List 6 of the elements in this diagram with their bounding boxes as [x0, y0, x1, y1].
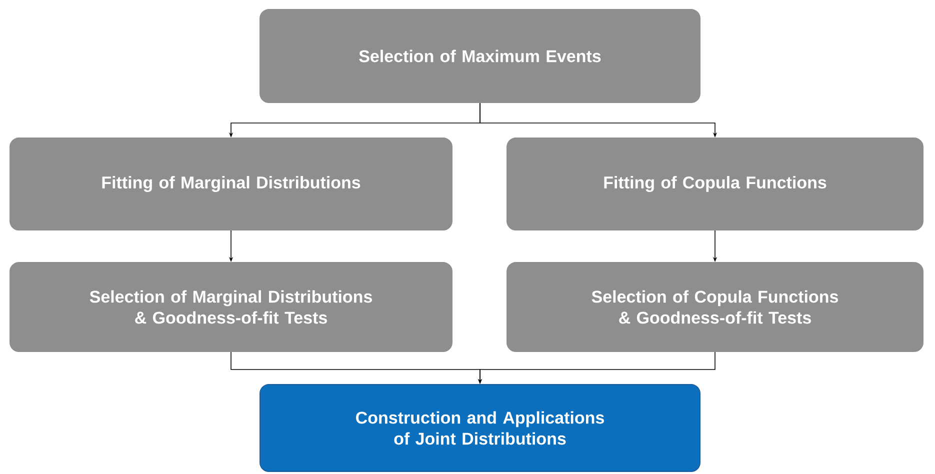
- process-box: Fitting of Marginal Distributions: [10, 138, 452, 230]
- process-box: Selection of Marginal Distributions & Goodness-of-fit Tests: [10, 262, 452, 352]
- process-box: Selection of Maximum Events: [260, 9, 700, 103]
- process-box: Selection of Copula Functions & Goodness-of-fit Tests: [506, 262, 924, 352]
- process-box: Construction and Applications of Joint Distributions: [260, 384, 700, 472]
- process-box: Fitting of Copula Functions: [506, 138, 924, 230]
